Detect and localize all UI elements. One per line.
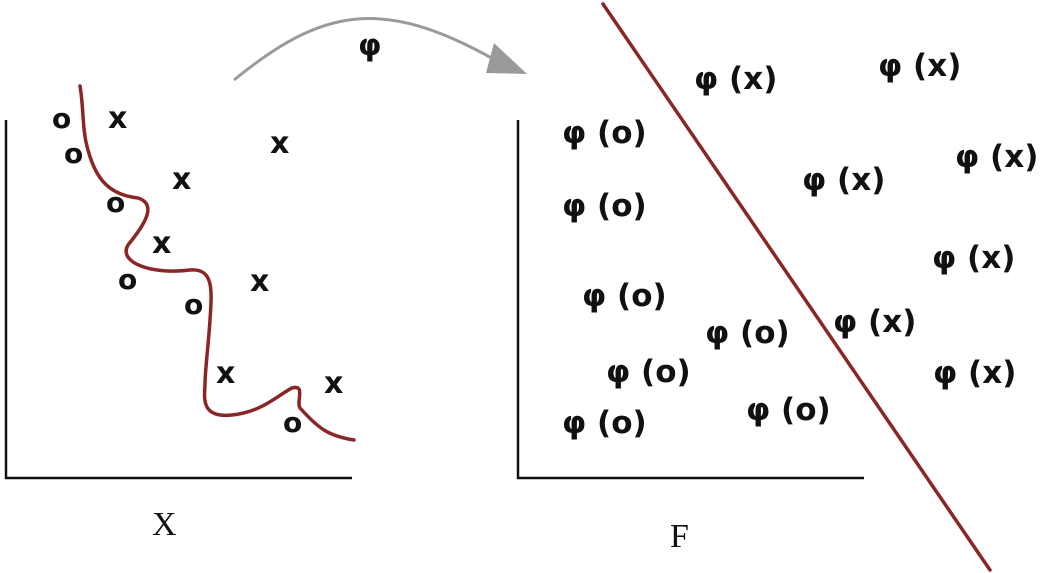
mapped-o-point: φ (o) bbox=[705, 315, 790, 351]
mapped-x-point: φ (x) bbox=[878, 48, 961, 84]
mapping-arrow-line bbox=[233, 17, 496, 82]
mapped-x-point: φ (x) bbox=[933, 355, 1016, 391]
class-x-marker: x bbox=[216, 356, 235, 391]
class-x-marker: x bbox=[324, 366, 343, 401]
feature-space-label: F bbox=[670, 518, 689, 555]
nonlinear-decision-boundary bbox=[78, 84, 356, 442]
feature-space-panel: φ (x) φ (x) φ (o) φ (x) φ (x) φ (o) φ (x… bbox=[516, 2, 1038, 572]
mapped-x-point: φ (x) bbox=[802, 162, 885, 198]
class-o-marker: o bbox=[64, 137, 83, 170]
class-o-marker: o bbox=[184, 288, 203, 321]
mapping-function-label: φ bbox=[358, 28, 381, 63]
class-x-marker: x bbox=[270, 126, 289, 161]
mapped-o-point: φ (o) bbox=[746, 392, 831, 428]
mapped-x-point: φ (x) bbox=[833, 304, 916, 340]
mapped-o-point: φ (o) bbox=[582, 278, 667, 314]
class-x-marker: x bbox=[108, 101, 127, 136]
mapped-o-point: φ (o) bbox=[562, 115, 647, 151]
input-space-axes bbox=[4, 120, 352, 480]
class-o-marker: o bbox=[283, 406, 302, 439]
input-space-panel: o x o x o x x o x o x x o X bbox=[4, 84, 356, 543]
mapping-arrow-head bbox=[486, 43, 527, 74]
class-x-marker: x bbox=[172, 162, 191, 197]
mapped-o-point: φ (o) bbox=[606, 354, 691, 390]
class-x-marker: x bbox=[250, 264, 269, 299]
class-o-marker: o bbox=[52, 102, 71, 135]
linear-decision-boundary bbox=[601, 2, 992, 572]
class-o-marker: o bbox=[106, 186, 125, 219]
mapped-o-point: φ (o) bbox=[562, 405, 647, 441]
input-space-label: X bbox=[152, 506, 177, 543]
feature-space-axes bbox=[516, 120, 864, 480]
class-o-marker: o bbox=[118, 263, 137, 296]
mapped-x-point: φ (x) bbox=[694, 61, 777, 97]
mapped-x-point: φ (x) bbox=[932, 240, 1015, 276]
mapped-x-point: φ (x) bbox=[955, 139, 1038, 175]
feature-mapping-arrow: φ bbox=[233, 17, 527, 82]
mapped-o-point: φ (o) bbox=[562, 188, 647, 224]
class-x-marker: x bbox=[152, 226, 171, 261]
